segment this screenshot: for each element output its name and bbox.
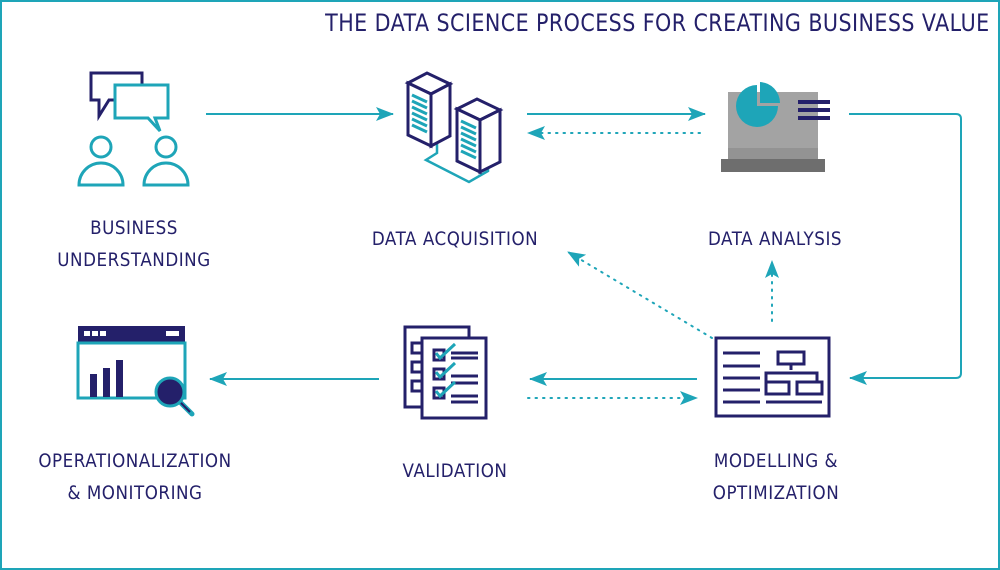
step-label-validation: VALIDATION: [367, 455, 543, 487]
arrow-analysis-to-modelling: [849, 113, 962, 385]
step-label-business-understanding: BUSINESS UNDERSTANDING: [46, 212, 222, 276]
step-label-line: OPTIMIZATION: [712, 482, 840, 504]
model-diagram-icon: [714, 336, 831, 418]
diagram-title: THE DATA SCIENCE PROCESS FOR CREATING BU…: [325, 9, 990, 37]
step-label-line: MODELLING &: [713, 450, 839, 472]
step-label-modelling-optimization: MODELLING & OPTIMIZATION: [679, 445, 873, 509]
step-label-data-analysis: DATA ANALYSIS: [674, 223, 876, 255]
step-label-line: VALIDATION: [402, 460, 508, 482]
step-label-line: OPERATIONALIZATION: [38, 450, 232, 472]
step-label-line: DATA ACQUISITION: [371, 228, 539, 250]
people-chat-icon: [77, 71, 190, 187]
servers-icon: [404, 71, 504, 184]
step-label-line: & MONITORING: [67, 482, 203, 504]
step-label-data-acquisition: DATA ACQUISITION: [345, 223, 565, 255]
step-label-line: DATA ANALYSIS: [707, 228, 843, 250]
laptop-chart-icon: [721, 82, 830, 172]
dotted-arrow-modelling-to-acquisition: [567, 251, 713, 339]
step-label-line: BUSINESS: [90, 217, 178, 239]
checklist-icon: [403, 325, 488, 420]
step-label-operationalization-monitoring: OPERATIONALIZATION & MONITORING: [21, 445, 250, 509]
connections: [206, 107, 962, 405]
dashboard-magnifier-icon: [76, 326, 195, 417]
step-label-line: UNDERSTANDING: [57, 249, 211, 271]
